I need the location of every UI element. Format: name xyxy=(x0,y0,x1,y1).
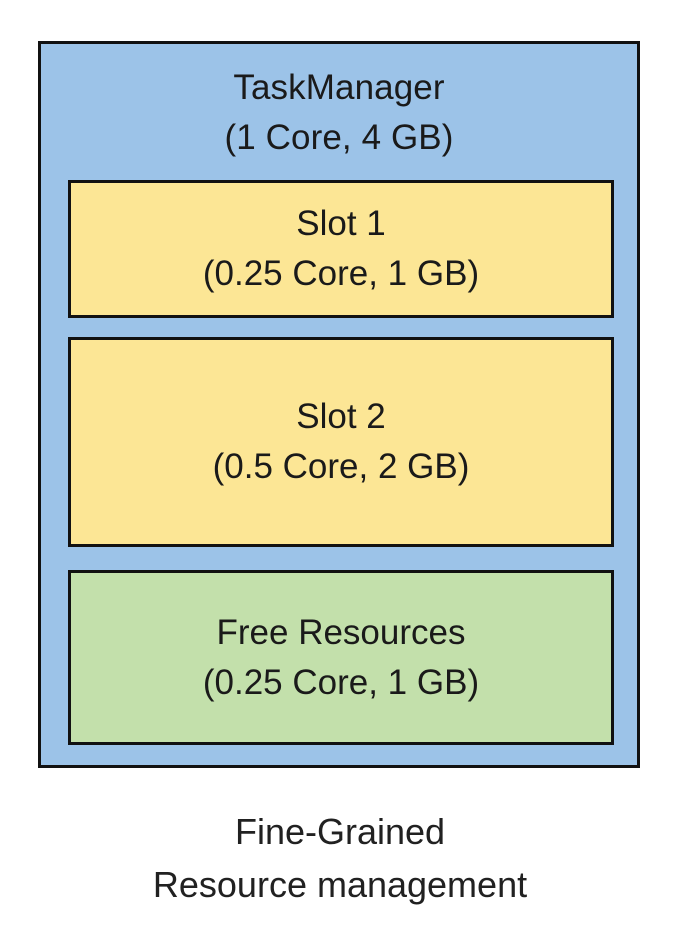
slot-2-box: Slot 2 (0.5 Core, 2 GB) xyxy=(68,337,614,547)
taskmanager-header: TaskManager (1 Core, 4 GB) xyxy=(41,63,637,163)
diagram-caption: Fine-Grained Resource management xyxy=(0,805,680,911)
caption-line-1: Fine-Grained xyxy=(234,811,446,852)
slot-2-resources: (0.5 Core, 2 GB) xyxy=(212,447,470,486)
caption-line-2: Resource management xyxy=(152,864,528,905)
slot-2-title: Slot 2 xyxy=(296,397,386,436)
free-resources-resources: (0.25 Core, 1 GB) xyxy=(202,662,480,702)
taskmanager-container: TaskManager (1 Core, 4 GB) Slot 1 (0.25 … xyxy=(38,41,640,768)
slot-1-resources: (0.25 Core, 1 GB) xyxy=(202,254,480,293)
taskmanager-resources: (1 Core, 4 GB) xyxy=(224,118,454,157)
free-resources-title: Free Resources xyxy=(216,612,466,652)
slot-1-title: Slot 1 xyxy=(296,204,386,243)
taskmanager-title: TaskManager xyxy=(233,68,445,107)
free-resources-box: Free Resources (0.25 Core, 1 GB) xyxy=(68,570,614,745)
slot-1-box: Slot 1 (0.25 Core, 1 GB) xyxy=(68,180,614,318)
